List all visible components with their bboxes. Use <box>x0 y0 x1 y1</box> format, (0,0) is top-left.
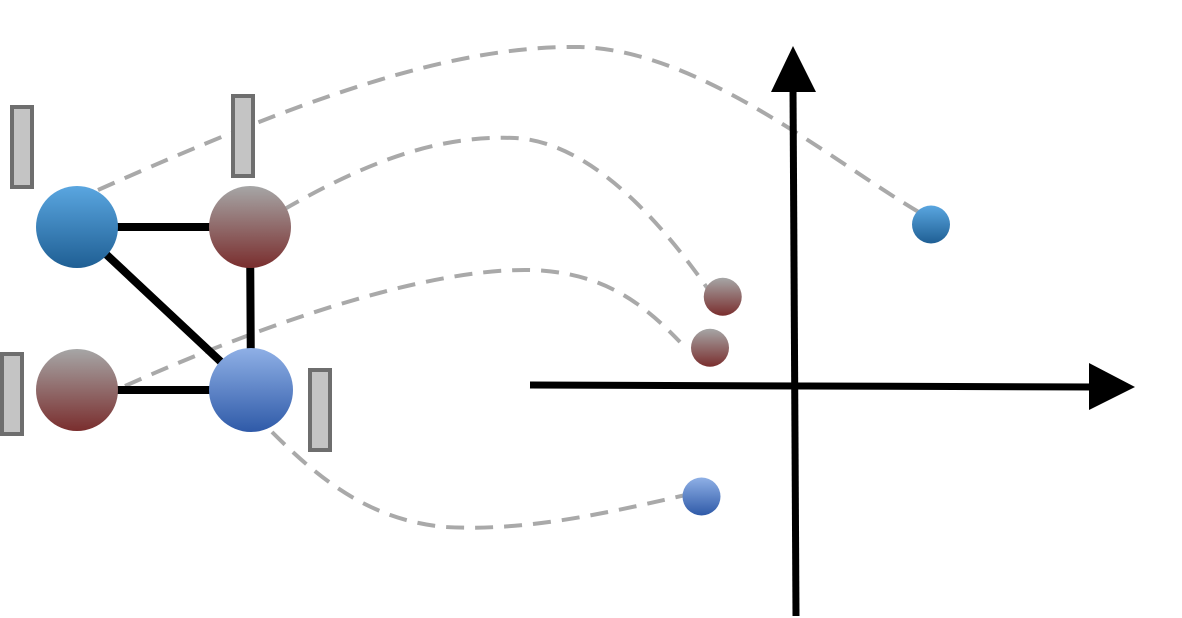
mapping-line-c <box>124 267 682 388</box>
embedding-point-a <box>912 205 950 244</box>
mapping-line-a <box>97 44 924 216</box>
graph-node-a <box>36 186 118 268</box>
x-axis <box>529 381 1096 391</box>
embedding-point-c <box>691 328 729 367</box>
mapping-line-b <box>282 135 712 294</box>
feature-bar-b <box>231 94 255 178</box>
x-axis-arrowhead <box>1089 363 1135 410</box>
mapping-line-d <box>270 430 691 530</box>
embedding-point-b <box>703 277 742 316</box>
graph-node-b <box>209 186 291 268</box>
feature-bar-a <box>10 105 34 189</box>
embedding-point-d <box>682 477 721 516</box>
graph-node-d <box>209 348 293 432</box>
feature-bar-d <box>308 368 332 452</box>
graph-node-c <box>36 349 118 431</box>
y-axis <box>789 87 800 617</box>
embedding-points <box>682 205 950 516</box>
feature-bar-c <box>0 352 24 436</box>
y-axis-arrowhead <box>771 46 816 92</box>
